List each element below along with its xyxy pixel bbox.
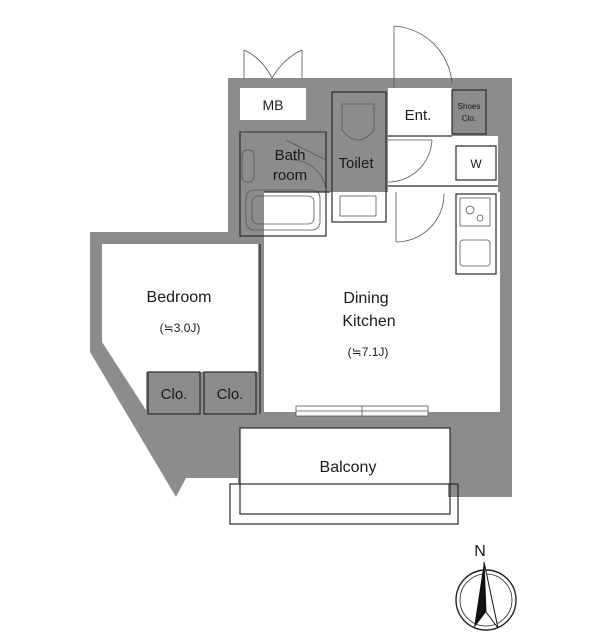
kitchen-counter [455, 193, 497, 275]
toilet [331, 91, 387, 223]
dining-kitchen-size-label: (≒7.1J) [348, 345, 389, 359]
bathroom-label-line2: room [273, 167, 307, 184]
balcony-window [295, 405, 429, 417]
kitchen-fixtures [459, 197, 491, 267]
doors [243, 25, 453, 243]
toilet-label: Toilet [338, 155, 374, 172]
washer-space [455, 145, 497, 181]
balcony-slab [229, 483, 459, 525]
bedroom-size-label: (≒3.0J) [160, 321, 201, 335]
room-floors [102, 88, 500, 484]
bath-fixtures [240, 131, 326, 231]
compass-north-label: N [474, 543, 486, 560]
toilet-fixtures [339, 103, 377, 217]
balcony-label: Balcony [320, 459, 377, 476]
bedroom-label: Bedroom [147, 289, 212, 306]
dining-kitchen-label-line1: Dining [343, 290, 388, 307]
shoes-closet-label-line2: Clo. [462, 114, 476, 123]
north-compass: N [455, 543, 517, 631]
bedroom-closet-1 [147, 371, 201, 415]
closet-1-label: Clo. [161, 386, 188, 403]
closets [147, 89, 487, 415]
shoes-closet [451, 89, 487, 135]
washer-label: W [470, 157, 482, 171]
compass-needle-dark [474, 562, 486, 628]
balcony-rail [239, 427, 451, 515]
entrance-label: Ent. [405, 107, 432, 124]
mb-label: MB [263, 97, 284, 113]
shoes-closet-label-line1: Shoes [458, 102, 481, 111]
compass-needle-light [483, 561, 499, 629]
bathroom-label-line1: Bath [275, 147, 306, 164]
dining-kitchen-label-line2: Kitchen [342, 313, 395, 330]
closet-2-label: Clo. [217, 386, 244, 403]
partitions [259, 135, 498, 414]
bedroom-closet-2 [203, 371, 257, 415]
